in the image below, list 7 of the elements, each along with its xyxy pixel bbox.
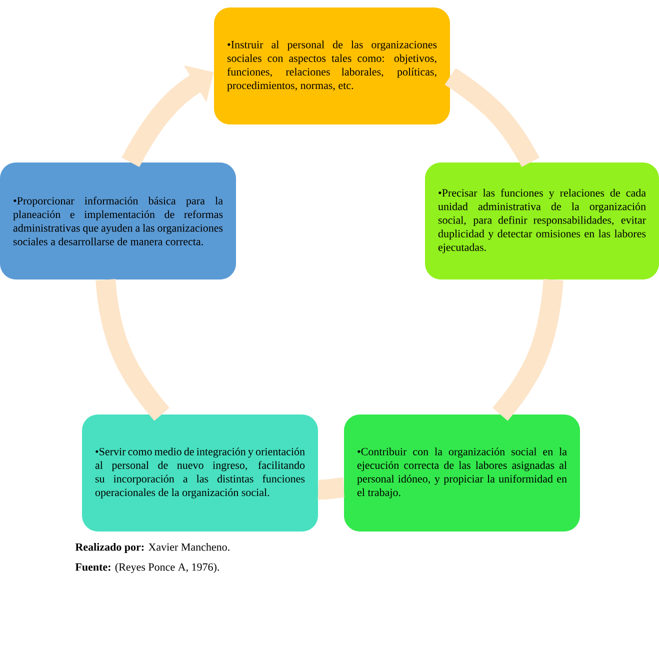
- process-box: •Contribuir con la organización social en la ejecución correcta de las labores asignadas al personal idóneo, y propiciar la uniformidad en el trabajo.: [344, 414, 580, 532]
- credit-note: Realizado por: Xavier Mancheno.: [75, 543, 230, 553]
- process-box: •Precisar las funciones y relaciones de cada unidad administrativa de la organización social, para definir responsabilidades, evitar duplicidad y detectar omisiones en las labores ejecutadas.: [425, 162, 659, 280]
- process-box: •Proporcionar información básica para la planeación e implementación de reformas administrativas que ayuden a las organizaciones sociales a desarrollarse de manera correcta.: [0, 162, 236, 280]
- process-box: •Instruir al personal de las organizaciones sociales con aspectos tales como: objetivos, funciones, relaciones laborales, políticas, procedimientos, normas, etc.: [214, 8, 450, 124]
- process-box: •Servir como medio de integración y orientación al personal de nuevo ingreso, facilitando su incorporación a las distintas funciones operacionales de la organización social.: [82, 414, 318, 532]
- credit-note: Fuente: (Reyes Ponce A, 1976).: [75, 563, 219, 573]
